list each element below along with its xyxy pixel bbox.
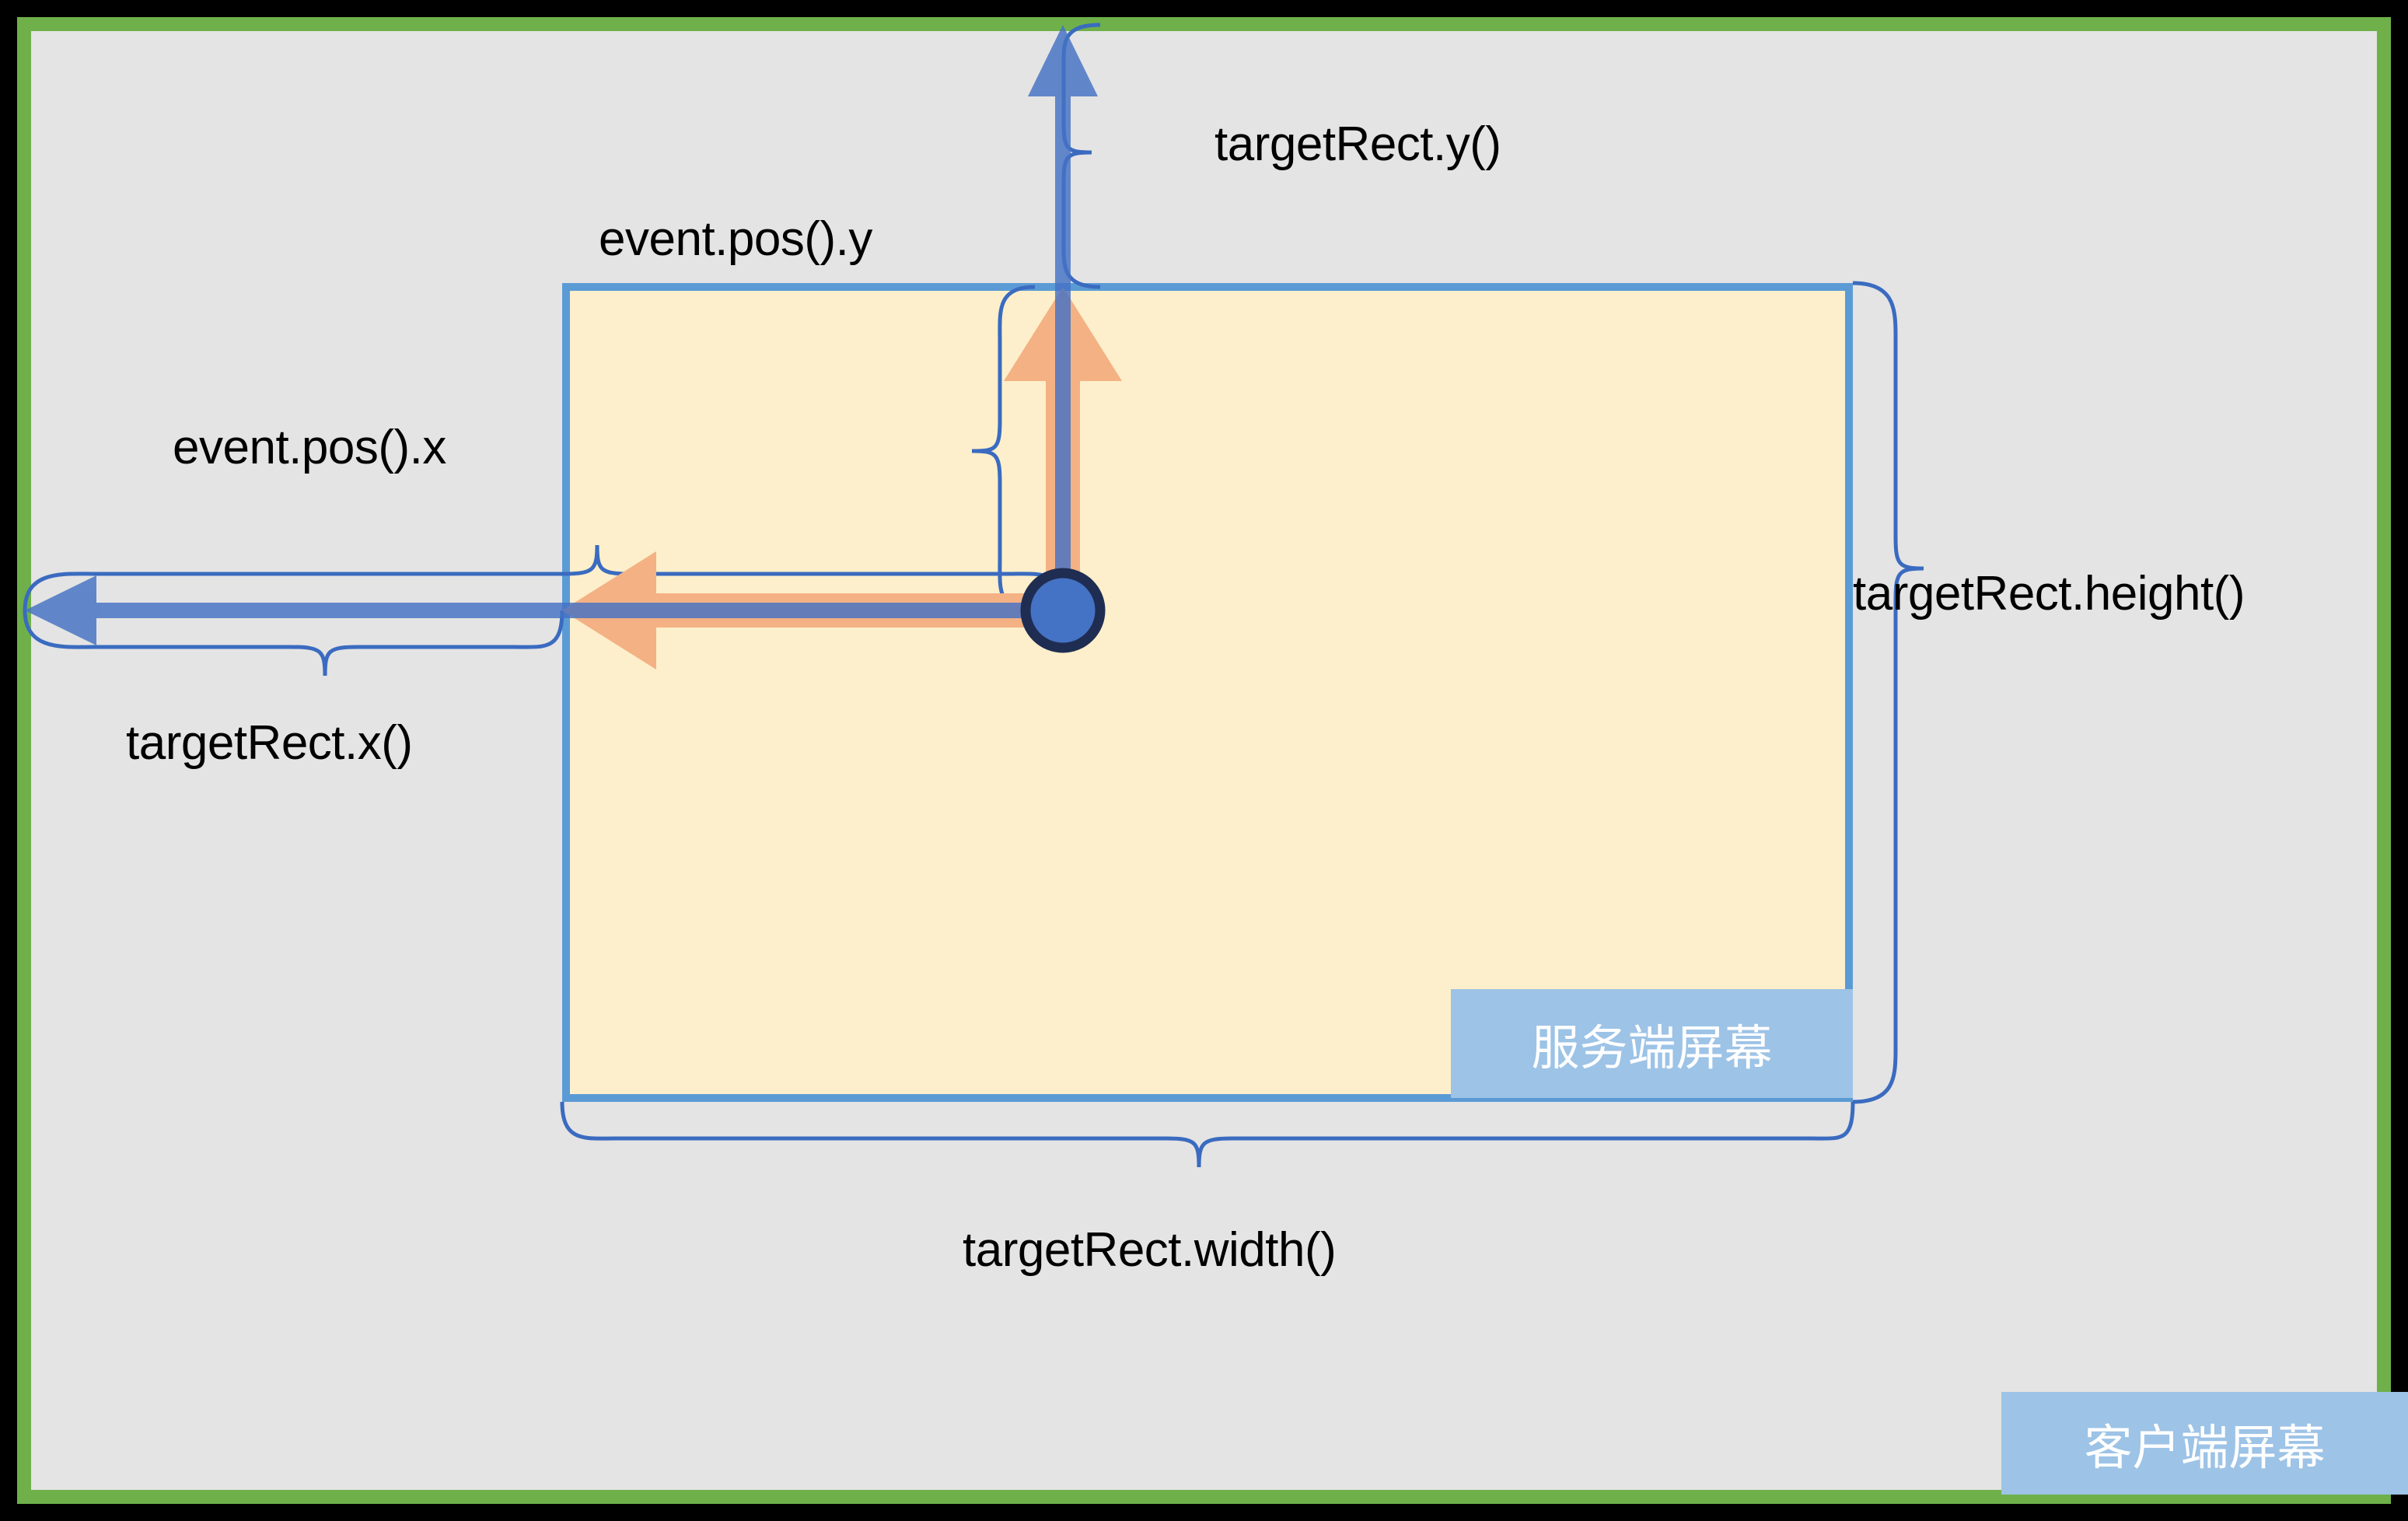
label-event-pos-y: event.pos().y <box>599 212 872 266</box>
label-target-rect-height: targetRect.height() <box>1853 567 2245 621</box>
label-target-rect-width: targetRect.width() <box>963 1223 1337 1277</box>
label-target-rect-y: targetRect.y() <box>1214 117 1501 171</box>
blue-arrow-left <box>25 575 1063 645</box>
brace-target-rect-width <box>560 1101 1855 1168</box>
brace-target-rect-x <box>23 610 564 677</box>
brace-event-pos-y <box>971 285 1036 613</box>
label-event-pos-x: event.pos().x <box>173 421 446 474</box>
client-screen-tag: 客户端屏幕 <box>2001 1392 2408 1495</box>
brace-target-rect-height <box>1852 281 1924 1104</box>
server-screen-tag: 服务端屏幕 <box>1451 989 1853 1098</box>
target-rect <box>562 283 1853 1102</box>
cursor-point-dot <box>1020 568 1106 653</box>
brace-event-pos-x <box>23 544 1065 611</box>
blue-arrow-up <box>1028 25 1098 610</box>
target-rect-shape <box>562 283 1853 1102</box>
label-target-rect-x: targetRect.x() <box>126 716 413 770</box>
